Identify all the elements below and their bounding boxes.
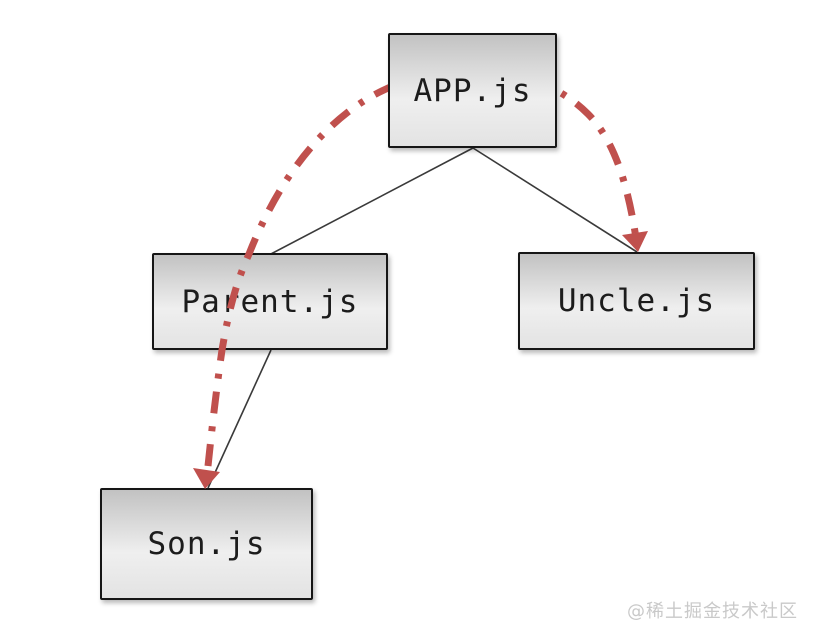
node-uncle-js-label: Uncle.js [557, 283, 716, 319]
arrowhead-son-icon [193, 468, 220, 489]
node-son-js-label: Son.js [147, 526, 266, 562]
edge-app-uncle [472, 147, 638, 253]
node-app-js: APP.js [388, 33, 557, 148]
node-app-js-label: APP.js [413, 72, 532, 109]
node-parent-js-label: Parent.js [181, 283, 359, 320]
arrowhead-uncle-icon [622, 231, 648, 252]
edge-app-parent [268, 147, 474, 256]
watermark: @稀土掘金技术社区 [627, 601, 798, 622]
node-parent-js: Parent.js [152, 253, 388, 350]
node-son-js: Son.js [100, 488, 313, 600]
node-uncle-js: Uncle.js [518, 252, 755, 350]
edge-parent-son [207, 349, 272, 489]
